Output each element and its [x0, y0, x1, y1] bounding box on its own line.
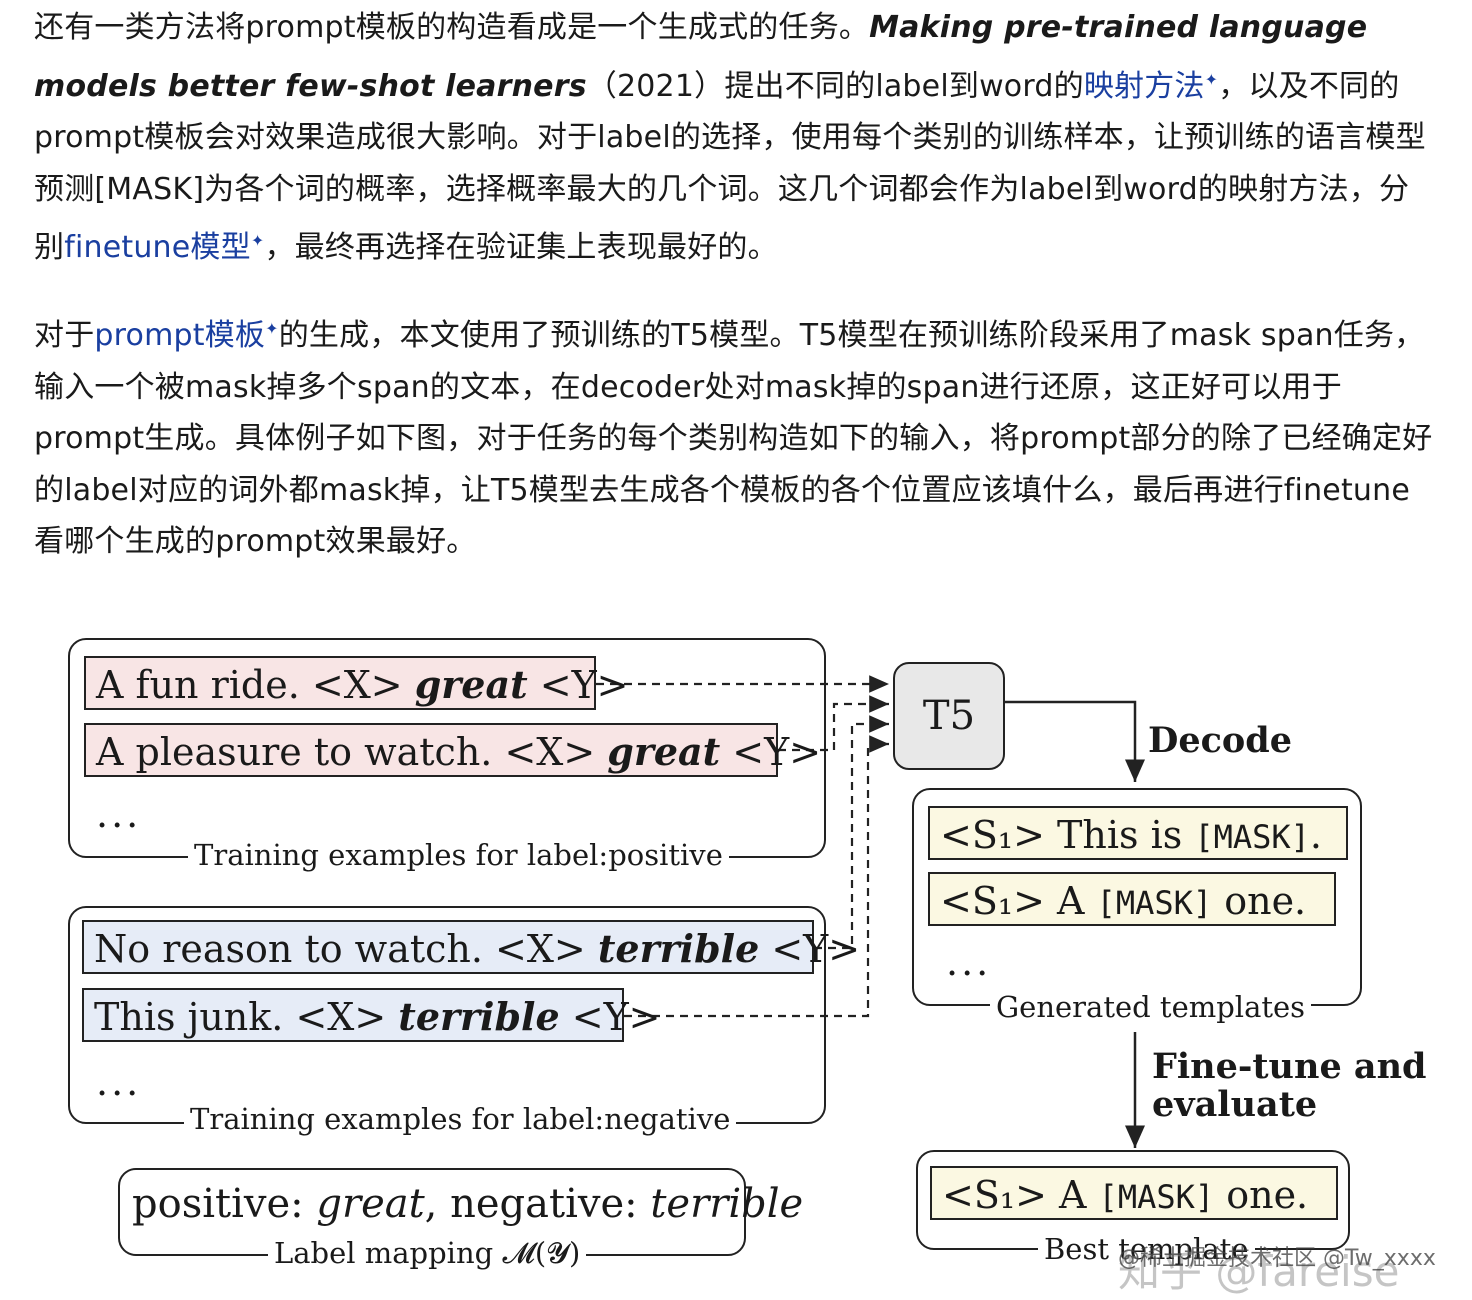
- generated-caption: Generated templates: [990, 990, 1312, 1024]
- link-star-icon: ✦: [1204, 69, 1219, 89]
- label-mapping-text: positive: great, negative: terrible: [132, 1181, 804, 1227]
- negative-example: No reason to watch. <X> terrible <Y>: [82, 920, 860, 974]
- ellipsis: ...: [96, 792, 142, 836]
- p2-text-a: 对于: [34, 318, 95, 353]
- ellipsis: ...: [96, 1060, 142, 1104]
- best-template: <S₁> A [MASK] one.: [930, 1166, 1338, 1220]
- p1-text-a: 还有一类方法将prompt模板的构造看成是一个生成式的任务。: [34, 10, 870, 45]
- zhihu-watermark: 知乎 @fareise: [1118, 1247, 1400, 1296]
- positive-caption: Training examples for label:positive: [188, 838, 729, 872]
- figure-connectors: [596, 675, 1145, 1148]
- negative-example: This junk. <X> terrible <Y>: [82, 988, 661, 1042]
- p1-text-d: ，最终再选择在验证集上表现最好的。: [264, 230, 778, 265]
- decode-arrow: [1003, 700, 1145, 782]
- autoprompt-figure: A fun ride. <X> great <Y> A pleasure to …: [0, 620, 1472, 1300]
- label-mapping-caption: Label mapping 𝓜(𝓨): [268, 1236, 587, 1270]
- best-caption: Best template: [1038, 1232, 1255, 1266]
- dash-arrow-2: [778, 695, 889, 752]
- negative-caption: Training examples for label:negative: [184, 1102, 737, 1136]
- juejin-watermark: @稀土掘金技术社区 @Tw_xxxx: [1118, 1246, 1436, 1271]
- p1-text-b: （2021）提出不同的label到word的: [586, 68, 1084, 104]
- ellipsis: ...: [946, 940, 992, 984]
- dash-arrow-4: [624, 735, 889, 1018]
- generated-template: <S₁> A [MASK] one.: [928, 872, 1336, 926]
- paragraph-2: 对于prompt模板✦的生成，本文使用了预训练的T5模型。T5模型在预训练阶段采…: [34, 303, 1434, 568]
- paper-title: Making pre-trained language models bette…: [34, 10, 1368, 104]
- positive-example: A fun ride. <X> great <Y>: [84, 656, 629, 710]
- link-mapping-method[interactable]: 映射方法✦: [1083, 68, 1219, 104]
- generated-template: <S₁> This is [MASK].: [928, 806, 1348, 860]
- link-prompt-template[interactable]: prompt模板✦: [94, 318, 279, 353]
- positive-example: A pleasure to watch. <X> great <Y>: [84, 723, 821, 777]
- link-star-icon: ✦: [250, 231, 265, 250]
- p1-text-c: ，以及不同的prompt模板会对效果造成很大影响。对于label的选择，使用每个…: [34, 68, 1426, 266]
- dash-arrow-3: [814, 715, 889, 950]
- t5-model-box: T5: [893, 662, 1005, 770]
- link-finetune-model[interactable]: finetune模型✦: [64, 230, 265, 265]
- link-star-icon: ✦: [265, 319, 279, 338]
- paragraph-1: 还有一类方法将prompt模板的构造看成是一个生成式的任务。Making pre…: [34, 2, 1434, 274]
- p2-text-b: 的生成，本文使用了预训练的T5模型。T5模型在预训练阶段采用了mask span…: [34, 318, 1433, 559]
- decode-label: Decode: [1148, 720, 1293, 761]
